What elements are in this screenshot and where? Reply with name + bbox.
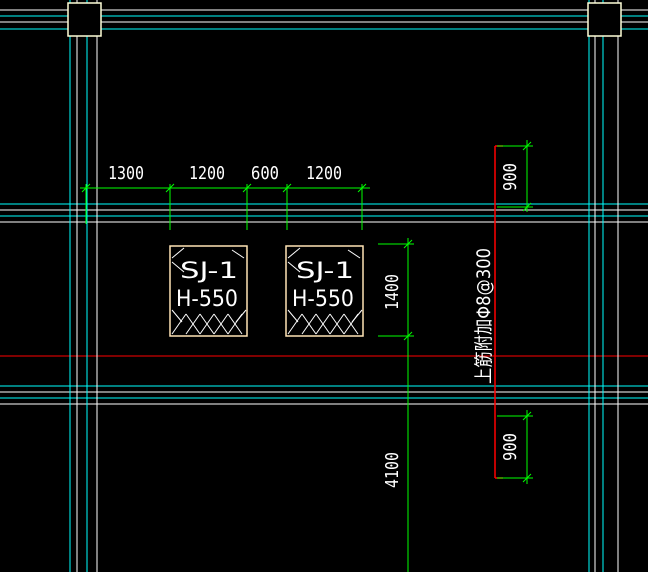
rebar-length-label: 900	[500, 163, 521, 191]
horizontal-beam-lines	[0, 9, 648, 405]
column-right[interactable]	[587, 2, 622, 37]
span-label: 4100	[382, 452, 403, 488]
opening-code: SJ-1	[296, 259, 354, 284]
opening-code: SJ-1	[180, 259, 238, 284]
dimension-label: 600	[251, 163, 279, 184]
hatch-pattern	[287, 247, 363, 335]
tick-mark	[522, 411, 532, 421]
dimension-label: 1200	[189, 163, 225, 184]
tick-mark	[165, 183, 175, 193]
opening-sj1-right[interactable]: SJ-1 H-550	[285, 245, 364, 337]
vertical-dimension-opening	[378, 238, 414, 572]
tick-mark	[357, 183, 367, 193]
column-left[interactable]	[67, 2, 102, 37]
tick-mark	[81, 183, 91, 193]
opening-elevation: H-550	[292, 287, 354, 312]
tick-mark	[522, 141, 532, 151]
dimension-label: 1300	[108, 163, 144, 184]
tick-mark	[242, 183, 252, 193]
columns	[67, 2, 622, 37]
rebar-note: 上筋附加Φ8@300	[473, 248, 495, 384]
tick-mark	[522, 473, 532, 483]
rebar-dimension-top	[497, 140, 533, 212]
opening-height-label: 1400	[382, 274, 403, 310]
tick-mark	[403, 331, 413, 341]
tick-mark	[522, 202, 532, 212]
additional-rebar[interactable]	[494, 145, 503, 479]
dimension-label: 1200	[306, 163, 342, 184]
opening-sj1-left[interactable]: SJ-1 H-550	[169, 245, 248, 337]
rebar-dimension-bottom	[497, 410, 533, 484]
rebar-length-label: 900	[500, 433, 521, 461]
opening-outline	[169, 245, 248, 337]
tick-mark	[403, 239, 413, 249]
vertical-beam-lines	[69, 0, 619, 572]
horizontal-dimension-labels: 1300 1200 600 1200	[108, 163, 342, 184]
opening-outline	[285, 245, 364, 337]
opening-elevation: H-550	[176, 287, 238, 312]
hatch-pattern	[171, 247, 247, 335]
tick-mark	[282, 183, 292, 193]
horizontal-dimension-chain	[80, 183, 370, 230]
